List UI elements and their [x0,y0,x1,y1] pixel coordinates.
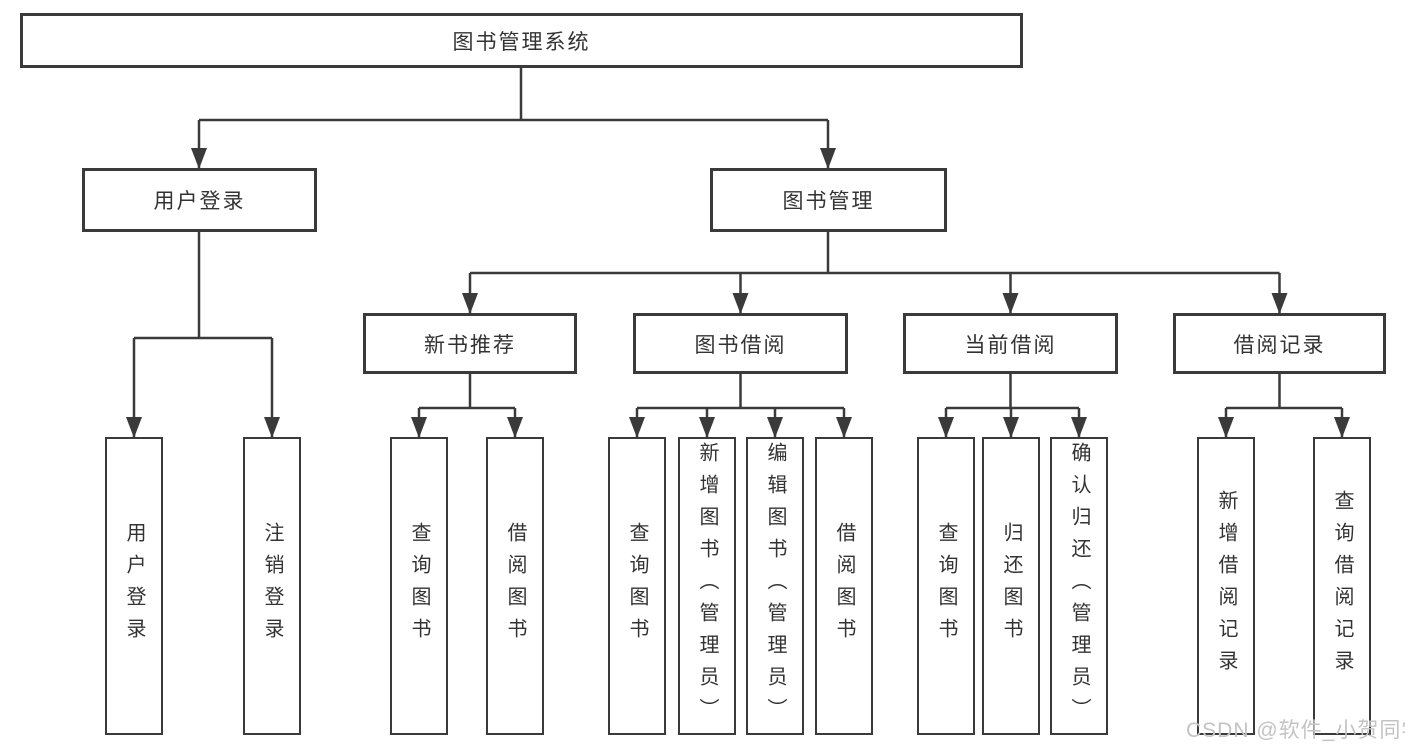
leaf-records-add-borrow-record: 新增借阅记录 [1197,437,1255,735]
leaf-currentborrow-query-books: 查询图书 [917,437,975,735]
leaf-user-login: 用户登录 [105,437,163,735]
leaf-logout: 注销登录 [243,437,301,735]
leaf-bookborrow-add-books-admin: 新增图书（管理员） [678,437,736,735]
leaf-records-query-borrow-record: 查询借阅记录 [1313,437,1371,735]
csdn-watermark: CSDN @软件_小贺同学 [1186,719,1405,742]
node-library-system: 图书管理系统 [20,13,1023,68]
leaf-bookborrow-edit-books-admin: 编辑图书（管理员） [746,437,804,735]
node-book-borrow: 图书借阅 [633,313,848,374]
node-borrow-records: 借阅记录 [1173,313,1386,374]
node-user-login: 用户登录 [82,168,317,232]
leaf-newbooks-borrow-books: 借阅图书 [486,437,544,735]
node-book-management: 图书管理 [710,168,947,232]
leaf-bookborrow-query-books: 查询图书 [608,437,666,735]
node-new-book-recommend: 新书推荐 [363,313,577,374]
leaf-bookborrow-borrow-books: 借阅图书 [815,437,873,735]
leaf-currentborrow-return-books: 归还图书 [982,437,1040,735]
leaf-currentborrow-confirm-return-admin: 确认归还（管理员） [1050,437,1108,735]
node-current-borrow: 当前借阅 [903,313,1118,374]
leaf-newbooks-query-books: 查询图书 [390,437,448,735]
